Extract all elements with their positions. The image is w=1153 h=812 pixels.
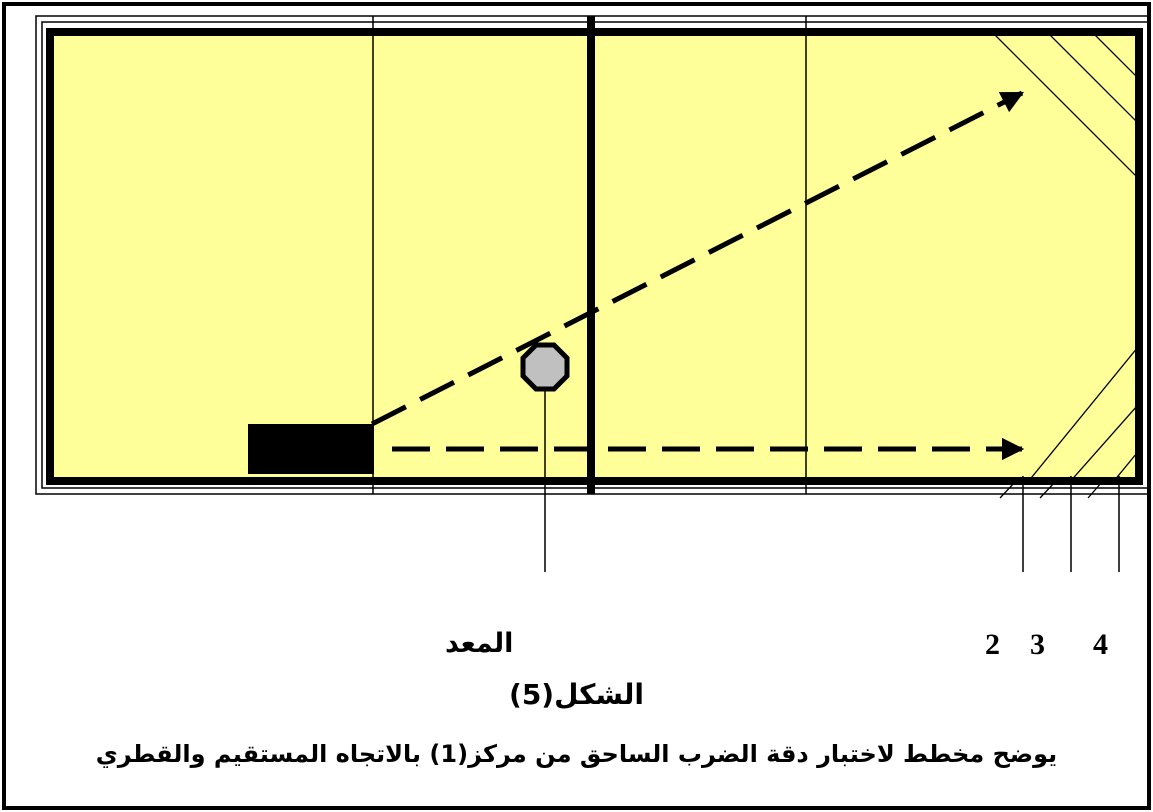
diagonal-attack-arrow — [370, 90, 1025, 427]
setter-marker — [520, 342, 570, 392]
figure-caption: يوضح مخطط لاختبار دقة الضرب الساحق من مر… — [95, 740, 1058, 768]
zone-3-label: 3 — [1030, 628, 1045, 661]
court-outer-line-inner — [41, 21, 1150, 489]
setter-label: المعد — [445, 628, 514, 659]
zone-4-label: 4 — [1093, 628, 1108, 661]
figure-title: الشكل(5) — [509, 678, 644, 711]
attacker-position — [248, 424, 374, 474]
zone-2-label: 2 — [985, 628, 1000, 661]
